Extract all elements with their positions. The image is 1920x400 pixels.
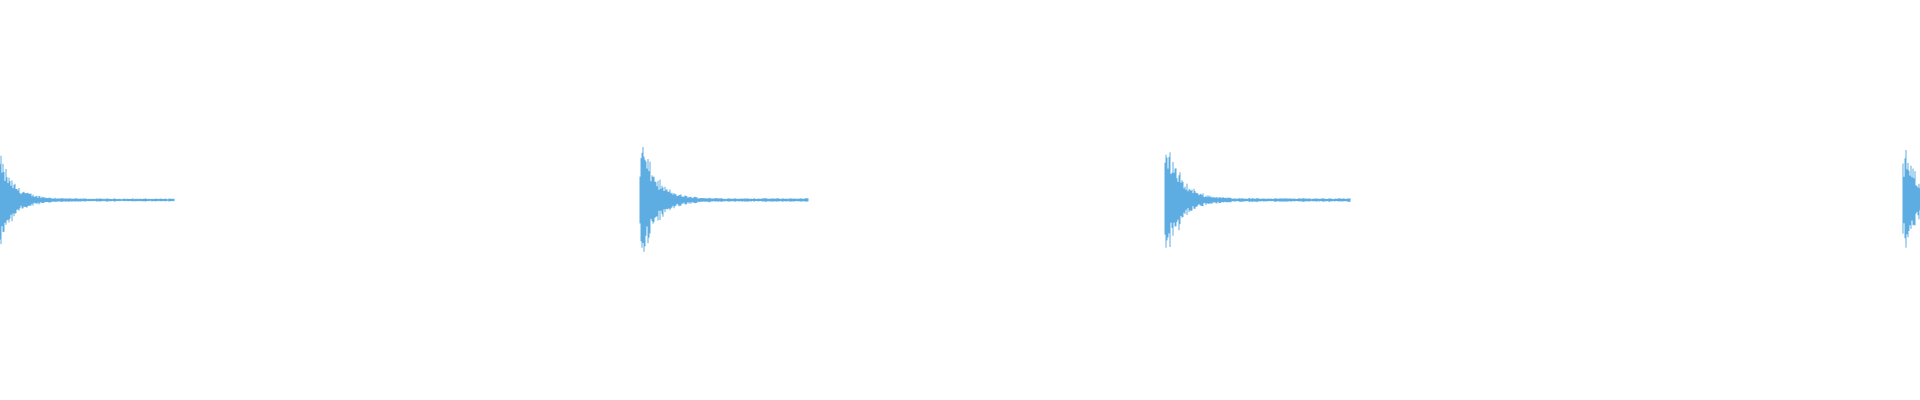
waveform-transient-3 [1164, 152, 1351, 248]
waveform-transient-2 [639, 147, 809, 252]
waveform-transient-path [1902, 150, 1920, 248]
waveform-transient-4 [1902, 150, 1920, 248]
waveform-transient-1 [0, 155, 175, 245]
waveform-hits [0, 147, 1920, 252]
waveform-transient-path [639, 147, 809, 252]
